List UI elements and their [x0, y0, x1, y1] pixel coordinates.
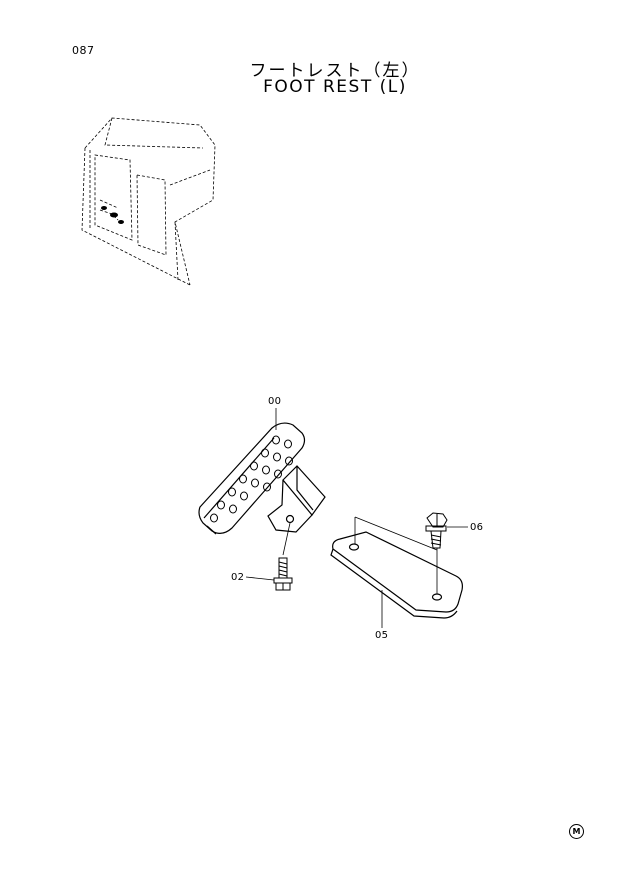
cab-locator-sketch [81, 117, 216, 286]
bolt-02 [273, 557, 293, 591]
page-number: 087 [72, 44, 95, 57]
part-label-00: 00 [268, 396, 282, 407]
pedal-holes [210, 435, 293, 523]
cab-highlight [101, 206, 124, 224]
title-english: FOOT REST (L) [263, 77, 407, 97]
bolt-06 [425, 512, 448, 549]
pedal-part [198, 422, 326, 535]
part-label-05: 05 [375, 630, 389, 641]
part-label-02: 02 [231, 572, 245, 583]
plate-center-line-b [354, 516, 438, 551]
m-mark: M [569, 824, 584, 839]
title-japanese: フートレスト（左） [249, 61, 421, 81]
bolt-02-leader [245, 576, 275, 581]
part-label-06: 06 [470, 522, 484, 533]
plate-part [330, 531, 463, 619]
pedal-mount-line [282, 522, 291, 556]
